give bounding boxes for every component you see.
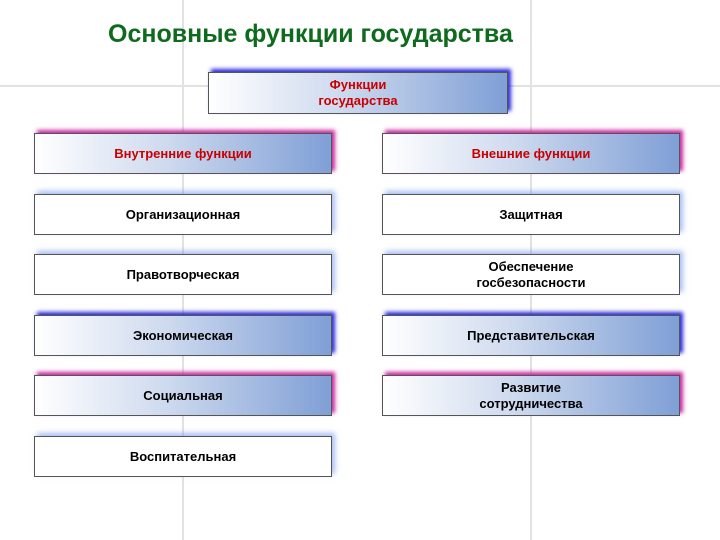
function-label: Защитная: [499, 206, 563, 222]
function-label: Правотворческая: [126, 266, 240, 282]
external-function-cooperation: Развитие сотрудничества: [382, 375, 680, 416]
function-label: Развитие сотрудничества: [479, 379, 583, 411]
internal-function-social: Социальная: [34, 375, 332, 416]
root-node: Функции государства: [208, 72, 508, 114]
page-title: Основные функции государства: [108, 20, 513, 48]
external-functions-label: Внешние функции: [471, 145, 591, 161]
internal-functions-header: Внутренние функции: [34, 133, 332, 174]
internal-function-lawmaking: Правотворческая: [34, 254, 332, 295]
internal-function-educational: Воспитательная: [34, 436, 332, 477]
function-label: Воспитательная: [129, 448, 237, 464]
external-functions-header: Внешние функции: [382, 133, 680, 174]
internal-function-economic: Экономическая: [34, 315, 332, 356]
internal-function-organizational: Организационная: [34, 194, 332, 235]
root-node-label: Функции государства: [318, 77, 398, 108]
function-label: Экономическая: [133, 327, 233, 343]
internal-functions-label: Внутренние функции: [114, 145, 252, 161]
external-function-security: Обеспечение госбезопасности: [382, 254, 680, 295]
function-label: Обеспечение госбезопасности: [476, 258, 586, 290]
external-function-defense: Защитная: [382, 194, 680, 235]
function-label: Социальная: [143, 387, 223, 403]
function-label: Организационная: [125, 206, 241, 222]
external-function-representative: Представительская: [382, 315, 680, 356]
function-label: Представительская: [467, 327, 595, 343]
